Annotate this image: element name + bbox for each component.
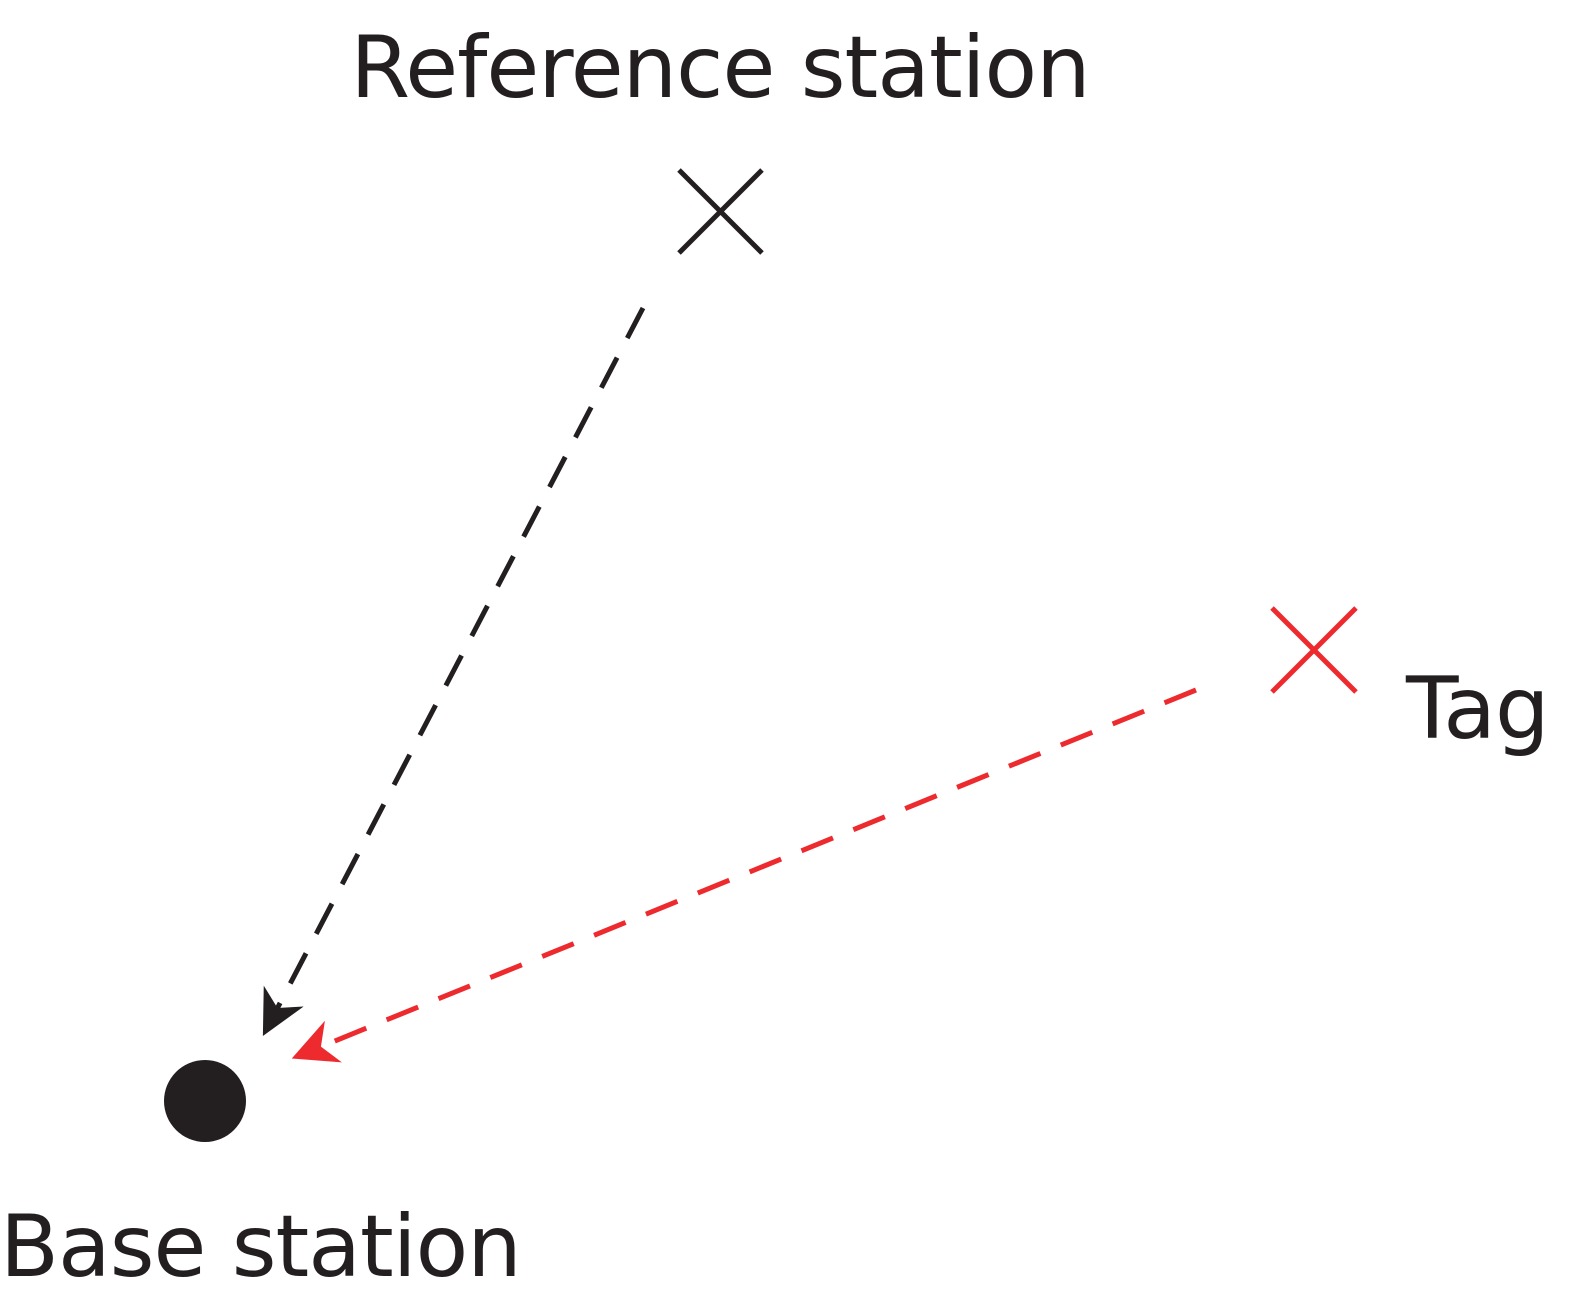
reference-station-label: Reference station <box>350 18 1089 118</box>
tag-marker-icon <box>1270 606 1358 694</box>
base-station-label: Base station <box>0 1197 521 1297</box>
tag-to-base-path <box>291 687 1197 1063</box>
reference-to-base-path <box>262 306 646 1036</box>
base-station-marker-icon <box>164 1060 246 1142</box>
tag-label: Tag <box>1405 659 1549 759</box>
reference-station-marker-icon <box>677 168 764 255</box>
